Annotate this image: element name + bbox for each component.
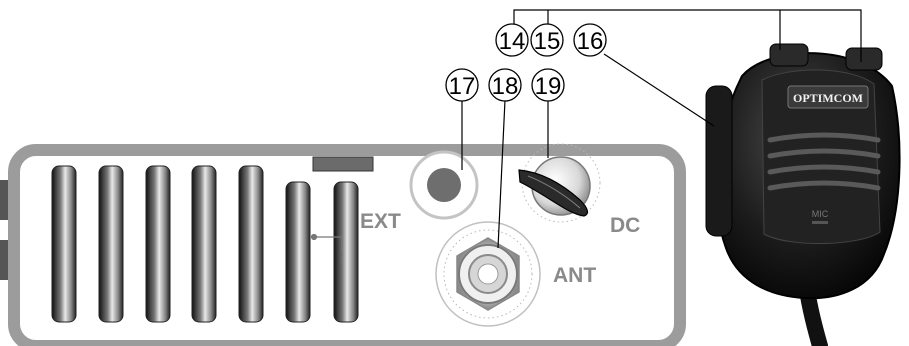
- heatsink-fin: [285, 181, 311, 323]
- dc-power-connector[interactable]: [518, 143, 601, 223]
- antenna-connector[interactable]: [435, 221, 541, 327]
- panel-slot: [312, 156, 374, 172]
- mic-top-button[interactable]: [845, 47, 883, 71]
- heatsink-fin: [51, 165, 77, 323]
- callout-18: 18: [488, 68, 522, 102]
- heatsink-fin: [333, 181, 359, 323]
- mic-grille: [767, 132, 881, 191]
- callout-19: 19: [531, 68, 565, 102]
- ant-label: ANT: [553, 264, 596, 287]
- heatsink-fin: [238, 165, 264, 323]
- svg-text:16: 16: [577, 28, 604, 55]
- heatsink-fin: [145, 165, 171, 323]
- svg-text:17: 17: [449, 73, 476, 100]
- brand-badge: [787, 85, 869, 109]
- microphone[interactable]: OPTIMCOM MIC: [705, 43, 901, 300]
- callouts: 14 15 16 17 18 19: [445, 23, 607, 102]
- heatsink-fin: [191, 165, 217, 323]
- callout-17: 17: [445, 68, 479, 102]
- ext-jack-symbol: [310, 233, 343, 264]
- callout-15: 15: [530, 23, 564, 57]
- mic-label: MIC: [812, 209, 829, 219]
- callout-14: 14: [495, 23, 529, 57]
- dc-label: DC: [610, 214, 640, 237]
- ptt-button[interactable]: [705, 85, 733, 237]
- ext-speaker-jack[interactable]: [409, 150, 479, 220]
- brand-label: OPTIMCOM: [793, 91, 863, 105]
- callout-16: 16: [573, 23, 607, 57]
- svg-text:19: 19: [535, 73, 562, 100]
- heatsink-fin: [98, 165, 124, 323]
- mic-top-button[interactable]: [769, 43, 809, 67]
- ext-label: EXT: [360, 210, 401, 233]
- svg-text:14: 14: [499, 28, 526, 55]
- svg-text:18: 18: [492, 73, 519, 100]
- leader-lines: [461, 9, 862, 249]
- heatsink-fins: [51, 165, 359, 323]
- svg-text:15: 15: [534, 28, 561, 55]
